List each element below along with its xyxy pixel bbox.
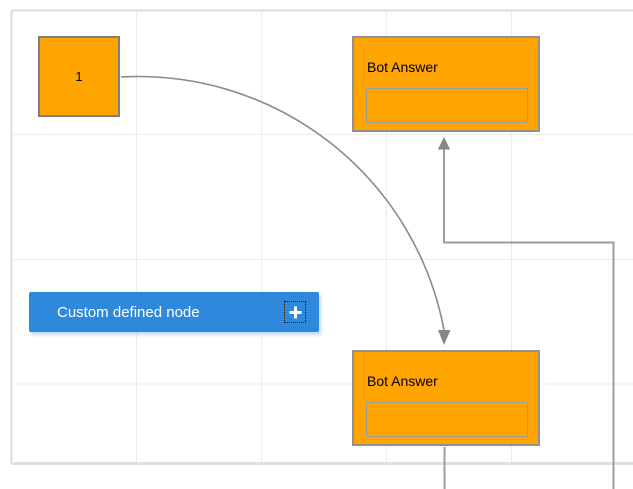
node-bot-answer-bottom[interactable]: Bot Answer [352,350,540,446]
node-custom-defined[interactable]: Custom defined node [29,292,319,332]
custom-node-label: Custom defined node [57,303,200,321]
node-title: Bot Answer [367,59,438,75]
connector-curved[interactable] [120,75,451,345]
answer-input-box[interactable] [366,88,528,123]
connector-orthogonal[interactable] [437,137,615,489]
answer-input-box[interactable] [366,402,528,437]
arrowhead-down-icon [438,330,451,345]
node-title: Bot Answer [367,373,438,389]
add-button[interactable] [284,301,306,323]
arrowhead-up-icon [437,137,451,150]
plus-icon [289,306,302,319]
node-start-label: 1 [75,69,83,84]
node-bot-answer-top[interactable]: Bot Answer [352,36,540,132]
node-start[interactable]: 1 [38,36,120,117]
